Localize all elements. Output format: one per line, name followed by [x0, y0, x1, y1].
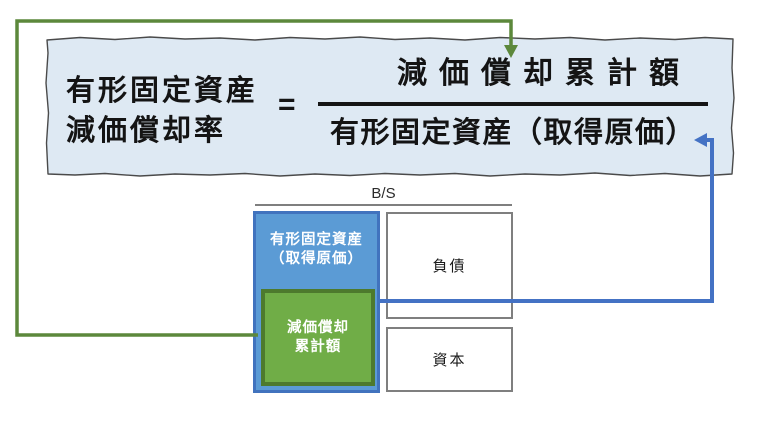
tangible-asset-label-line2: （取得原価）	[270, 251, 363, 267]
bs-title-underline	[255, 204, 512, 206]
formula-lhs-line2: 減価償却率	[66, 115, 227, 147]
fraction-bar	[318, 102, 708, 106]
formula-denominator: 有形固定資産（取得原価）	[330, 117, 697, 149]
tangible-asset-label: 有形固定資産 （取得原価）	[256, 214, 377, 269]
accumulated-depreciation-box: 減価償却 累計額	[261, 289, 375, 386]
formula-numerator: 減価償却累計額	[397, 57, 691, 90]
accumulated-depreciation-label-line1: 減価償却	[287, 319, 349, 336]
equals-sign: =	[278, 88, 296, 121]
accumulated-depreciation-label: 減価償却 累計額	[287, 319, 349, 357]
liabilities-label: 負債	[432, 258, 467, 275]
equity-box: 資本	[386, 327, 513, 392]
formula-lhs: 有形固定資産 減価償却率	[66, 71, 258, 151]
bs-title: B/S	[371, 185, 396, 202]
liabilities-box: 負債	[386, 212, 513, 319]
tangible-asset-label-line1: 有形固定資産	[270, 232, 363, 248]
formula-lhs-line1: 有形固定資産	[66, 75, 259, 107]
accumulated-depreciation-label-line2: 累計額	[294, 338, 342, 355]
equity-label: 資本	[432, 352, 467, 369]
